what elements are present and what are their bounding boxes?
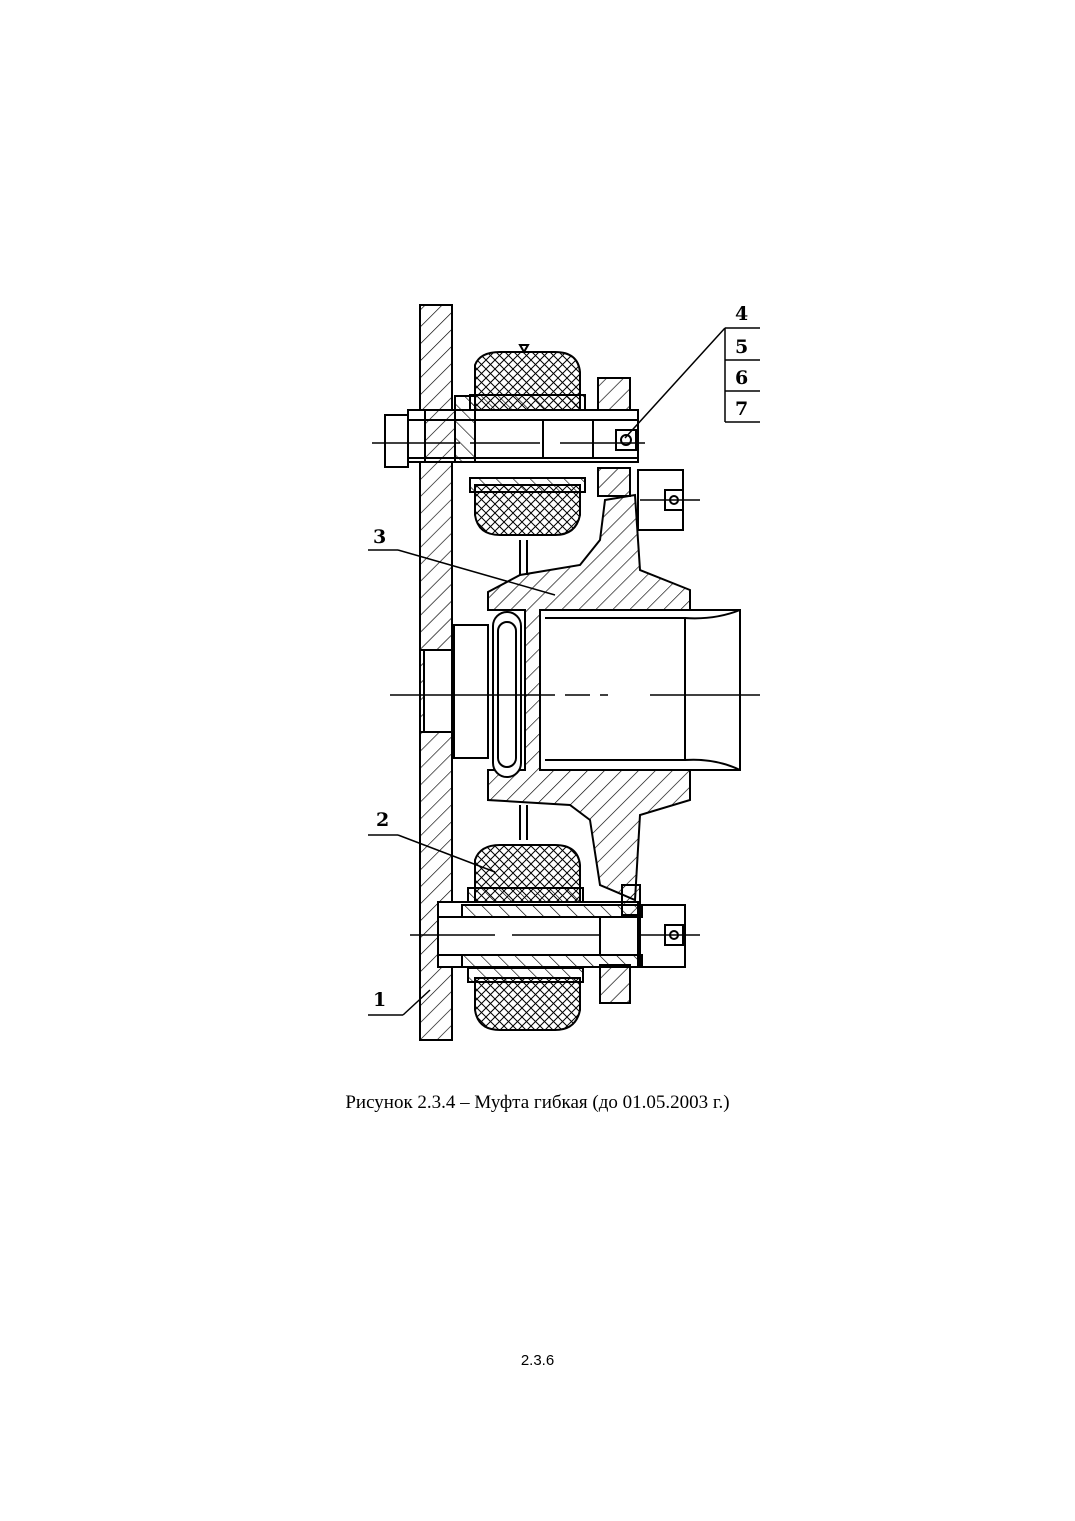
- callout-5: 5: [735, 336, 748, 358]
- figure-caption: Рисунок 2.3.4 – Муфта гибкая (до 01.05.2…: [345, 1092, 730, 1113]
- coupling-drawing: 3 2 1 4 5 6 7: [368, 303, 760, 1041]
- lower-rubber-bushing: [467, 844, 584, 1031]
- callout-3: 3: [373, 526, 386, 548]
- upper-pin: [384, 377, 684, 531]
- leader-lines: [368, 327, 760, 1016]
- callout-1: 1: [373, 989, 386, 1011]
- centerlines: [372, 442, 760, 936]
- hub: [453, 493, 741, 902]
- callout-6: 6: [735, 367, 748, 389]
- callout-2: 2: [376, 809, 389, 831]
- callout-7: 7: [735, 398, 748, 420]
- page-number: 2.3.6: [520, 1352, 555, 1369]
- callout-4: 4: [735, 303, 748, 325]
